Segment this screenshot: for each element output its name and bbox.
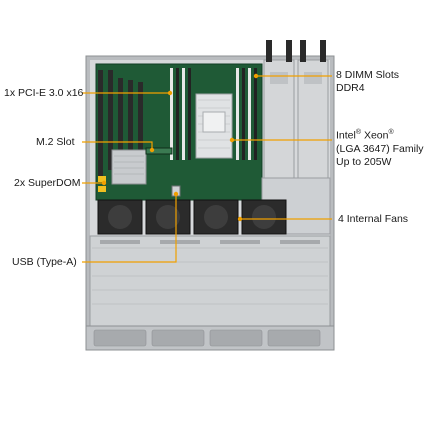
cpu-label-line3: Up to 205W	[336, 155, 392, 168]
drive-bay-area	[89, 235, 331, 327]
drive-trays	[93, 329, 321, 347]
dimm-label: 8 DIMM Slots DDR4	[336, 69, 399, 95]
usb-label: USB (Type-A)	[12, 256, 77, 268]
m2-label: M.2 Slot	[36, 136, 75, 148]
fans-label: 4 Internal Fans	[338, 213, 409, 225]
chipset-heatsink	[111, 149, 147, 185]
dimm-label-line2: DDR4	[336, 82, 365, 94]
callout-markers	[101, 73, 259, 222]
superdom-label: 2x SuperDOM	[14, 177, 81, 189]
cpu-label-line2: (LGA 3647) Family	[336, 142, 424, 155]
superdom-1	[98, 176, 106, 182]
cpu-brand: Intel	[336, 129, 356, 142]
cpu-label-line1: Intel® Xeon®	[336, 129, 394, 142]
pcie-slots	[98, 70, 143, 180]
callout-lines	[82, 74, 332, 263]
front-vents	[100, 240, 320, 244]
dimm-slots	[170, 68, 257, 160]
pcie-label: 1x PCI-E 3.0 x16	[4, 87, 84, 99]
power-supplies	[263, 40, 329, 179]
cpu-model: Xeon	[363, 129, 389, 142]
dimm-label-line1: 8 DIMM Slots	[336, 69, 400, 81]
cpu-label-plate	[202, 111, 226, 133]
superdom-2	[98, 186, 106, 192]
m2-slot	[145, 147, 173, 155]
cpu-label: Intel® Xeon® (LGA 3647) Family Up to 205…	[336, 126, 424, 169]
internal-fans	[97, 199, 287, 235]
